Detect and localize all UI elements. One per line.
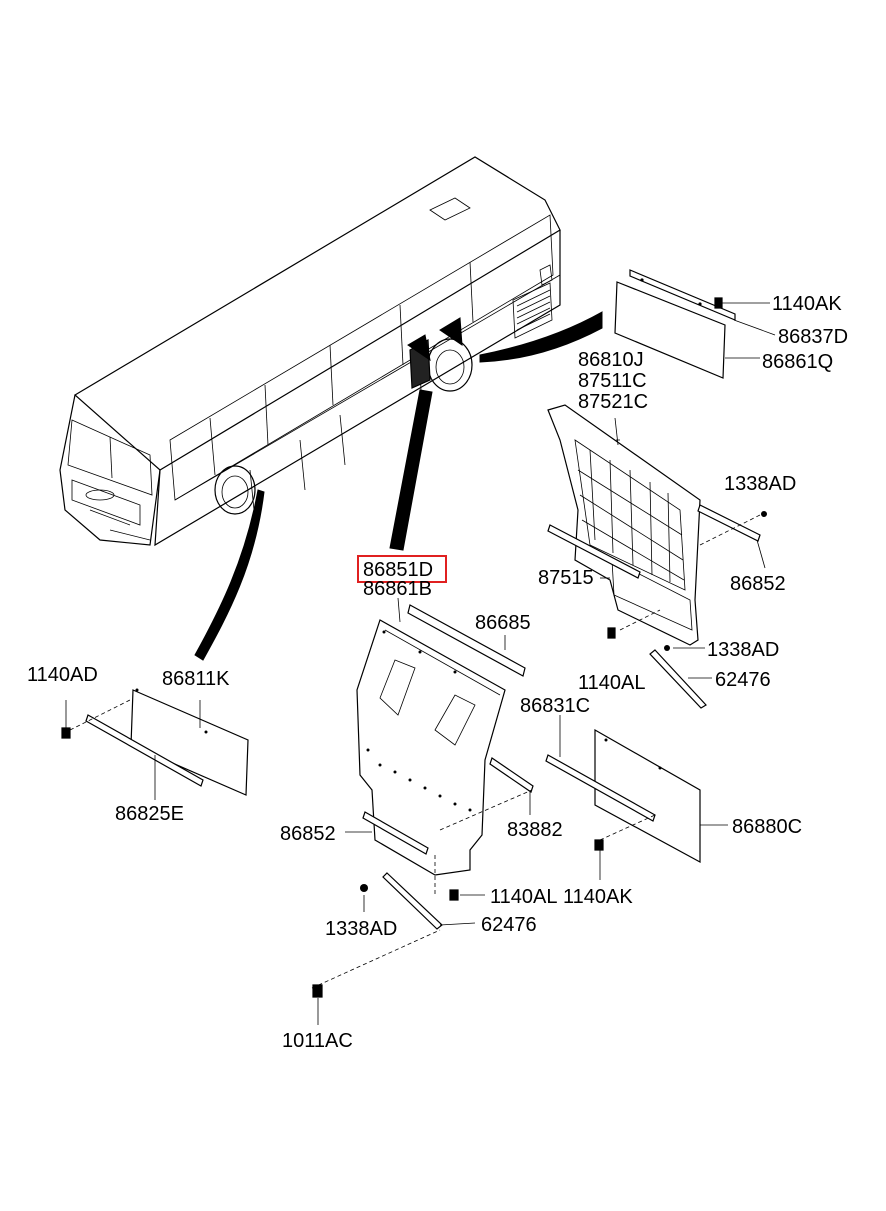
label-86861q[interactable]: 86861Q	[762, 351, 833, 373]
label-62476-r[interactable]: 62476	[715, 669, 771, 691]
label-87511c[interactable]: 87511C	[578, 370, 647, 392]
label-86851d[interactable]: 86851D	[363, 559, 433, 581]
part-86851d-mudguard	[311, 597, 534, 1025]
label-87521c[interactable]: 87521C	[578, 391, 648, 413]
label-87515[interactable]: 87515	[538, 567, 594, 589]
bus-illustration	[59, 156, 561, 547]
label-62476-c[interactable]: 62476	[481, 914, 537, 936]
highlight-box	[357, 555, 447, 583]
label-1338ad-r2[interactable]: 1338AD	[707, 639, 779, 661]
label-1338ad-c[interactable]: 1338AD	[325, 918, 397, 940]
label-1338ad-r1[interactable]: 1338AD	[724, 473, 796, 495]
part-86880c-panel	[545, 715, 728, 880]
label-1140ak-top[interactable]: 1140AK	[772, 293, 842, 315]
label-86852-r[interactable]: 86852	[730, 573, 786, 595]
label-86825e[interactable]: 86825E	[115, 803, 184, 825]
pointer-arrows	[194, 311, 603, 661]
part-86861q-panel	[614, 269, 776, 379]
label-1140al-r[interactable]: 1140AL	[578, 672, 645, 694]
label-1140al-c[interactable]: 1140AL	[490, 886, 557, 908]
label-86831c[interactable]: 86831C	[520, 695, 590, 717]
part-86811k-panel	[61, 688, 249, 800]
label-86837d[interactable]: 86837D	[778, 326, 848, 348]
label-86685[interactable]: 86685	[475, 612, 531, 634]
label-86852-c[interactable]: 86852	[280, 823, 336, 845]
label-86880c[interactable]: 86880C	[732, 816, 802, 838]
label-1011ac[interactable]: 1011AC	[282, 1030, 353, 1052]
label-1140ad[interactable]: 1140AD	[27, 664, 98, 686]
label-83882[interactable]: 83882	[507, 819, 563, 841]
label-86861b[interactable]: 86861B	[363, 578, 432, 600]
label-1140ak-c[interactable]: 1140AK	[563, 886, 633, 908]
part-86810j-mudguard	[547, 404, 767, 709]
label-86810j[interactable]: 86810J	[578, 349, 644, 371]
part-labels: 1140AK 86837D 86861Q 86810J 87511C 87521…	[27, 293, 848, 1052]
label-86811k[interactable]: 86811K	[162, 668, 230, 690]
